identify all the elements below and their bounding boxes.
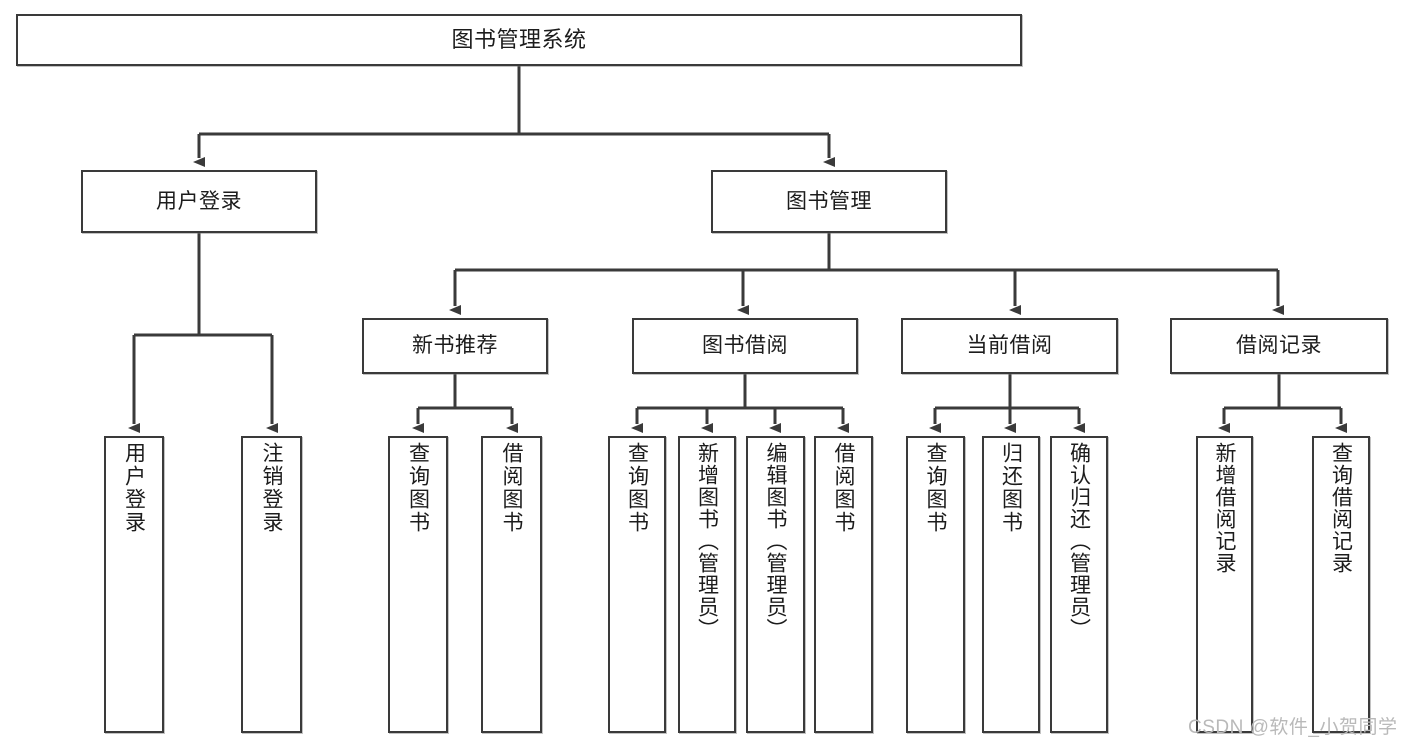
node-leaf-query-book-1-label: 查询图书 [406, 442, 430, 534]
edge-current-borrow-to-leaves [929, 374, 1085, 433]
edge-user-login-to-leaves [128, 233, 278, 433]
node-leaf-add-book-label: 新增图书（管理员） [695, 442, 719, 640]
node-user-login[interactable]: 用户登录 [81, 170, 317, 233]
node-leaf-user-login[interactable]: 用户登录 [104, 436, 164, 733]
node-root[interactable]: 图书管理系统 [16, 14, 1022, 66]
node-leaf-query-record-label: 查询借阅记录 [1329, 442, 1353, 574]
node-leaf-user-logout[interactable]: 注销登录 [241, 436, 302, 733]
edge-book-manage-to-level3 [449, 233, 1284, 315]
node-leaf-user-logout-label: 注销登录 [260, 442, 283, 534]
edge-book-borrow-to-leaves [631, 374, 849, 433]
node-new-book-recommend-label: 新书推荐 [412, 334, 498, 358]
node-root-label: 图书管理系统 [451, 26, 587, 52]
node-leaf-user-login-label: 用户登录 [122, 442, 146, 534]
node-leaf-query-book-3-label: 查询图书 [924, 442, 947, 534]
watermark-text: CSDN @软件_小贺同学 [1188, 717, 1398, 738]
node-leaf-query-book-2-label: 查询图书 [625, 442, 649, 534]
node-book-manage-label: 图书管理 [786, 189, 872, 213]
node-leaf-query-book-2[interactable]: 查询图书 [608, 436, 666, 733]
node-leaf-return-book[interactable]: 归还图书 [982, 436, 1040, 733]
node-leaf-add-book[interactable]: 新增图书（管理员） [678, 436, 736, 733]
node-book-manage[interactable]: 图书管理 [711, 170, 947, 233]
node-leaf-edit-book-label: 编辑图书（管理员） [764, 442, 787, 640]
node-leaf-edit-book[interactable]: 编辑图书（管理员） [746, 436, 805, 733]
edge-borrow-record-to-leaves [1218, 374, 1347, 433]
node-borrow-record[interactable]: 借阅记录 [1170, 318, 1388, 374]
node-current-borrow-label: 当前借阅 [966, 334, 1053, 358]
node-leaf-borrow-book-2[interactable]: 借阅图书 [814, 436, 873, 733]
edge-root-to-level2 [193, 66, 835, 167]
node-leaf-borrow-book-1[interactable]: 借阅图书 [481, 436, 542, 733]
node-leaf-add-record-label: 新增借阅记录 [1213, 442, 1236, 574]
node-leaf-add-record[interactable]: 新增借阅记录 [1196, 436, 1253, 733]
edge-new-book-recommend-to-leaves [412, 374, 518, 433]
node-leaf-borrow-book-2-label: 借阅图书 [832, 442, 855, 534]
node-borrow-record-label: 借阅记录 [1236, 334, 1322, 358]
node-leaf-return-book-label: 归还图书 [999, 442, 1023, 534]
node-leaf-query-book-3[interactable]: 查询图书 [906, 436, 965, 733]
node-leaf-query-book-1[interactable]: 查询图书 [388, 436, 448, 733]
node-leaf-confirm-return-label: 确认归还（管理员） [1067, 442, 1091, 640]
node-book-borrow[interactable]: 图书借阅 [632, 318, 858, 374]
node-user-login-label: 用户登录 [156, 189, 242, 213]
node-leaf-confirm-return[interactable]: 确认归还（管理员） [1050, 436, 1108, 733]
node-book-borrow-label: 图书借阅 [702, 334, 788, 358]
node-leaf-borrow-book-1-label: 借阅图书 [500, 442, 523, 534]
node-leaf-query-record[interactable]: 查询借阅记录 [1312, 436, 1370, 733]
node-current-borrow[interactable]: 当前借阅 [901, 318, 1118, 374]
node-new-book-recommend[interactable]: 新书推荐 [362, 318, 548, 374]
